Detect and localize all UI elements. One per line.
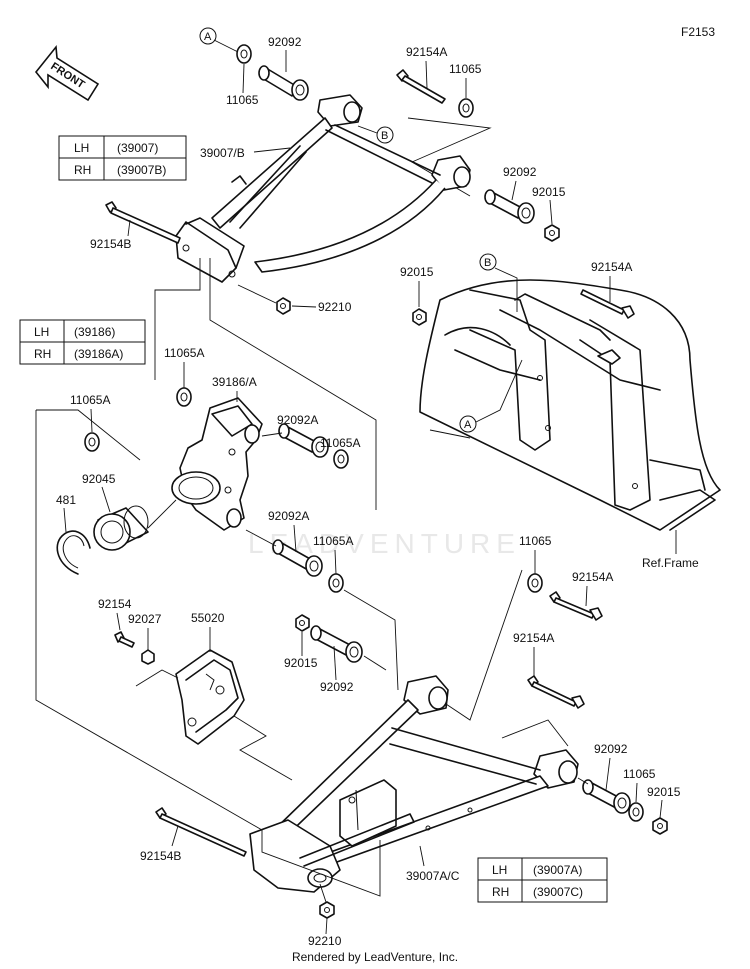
nut-92210-top: [276, 297, 291, 315]
knuckle-rh-part: (39186A): [74, 347, 123, 361]
footer-credit: Rendered by LeadVenture, Inc.: [291, 950, 459, 964]
washer-11065-top2: [458, 98, 474, 118]
label-92154b-top: 92154B: [90, 237, 131, 251]
bushing-92092-top: [258, 65, 309, 101]
nut-92027: [141, 649, 155, 665]
label-11065-right: 11065: [519, 534, 552, 548]
table-upper-arm: LH (39007) RH (39007B): [58, 135, 187, 181]
knuckle-39186: [171, 397, 263, 531]
label-92154: 92154: [98, 597, 132, 611]
bolt-92154a-frame: [580, 289, 635, 319]
label-11065a-2: 11065A: [320, 436, 360, 450]
bolt-92154a-low: [527, 675, 585, 709]
label-11065a-4: 11065A: [313, 534, 353, 548]
label-39186a: 39186/A: [212, 375, 257, 389]
bushing-92092-lowright: [582, 779, 631, 814]
frame-reference: [419, 279, 721, 531]
lower-arm-rh-label: RH: [492, 885, 509, 899]
washer-11065a-3: [84, 432, 100, 452]
washer-11065a-4: [328, 573, 344, 593]
callout-b-label: B: [381, 130, 388, 142]
label-92092-lowright: 92092: [594, 742, 628, 756]
lower-arm-lh-part: (39007A): [533, 863, 582, 877]
bolt-92154: [114, 631, 135, 648]
label-92015-low: 92015: [284, 656, 318, 670]
nut-92015-lowright: [652, 817, 668, 835]
circlip-481: [56, 530, 91, 575]
nut-92015-low: [295, 614, 310, 632]
label-92154b-low: 92154B: [140, 849, 181, 863]
table-knuckle: LH (39186) RH (39186A): [19, 319, 146, 365]
washer-11065-lowright: [628, 802, 644, 822]
label-92092-low: 92092: [320, 680, 354, 694]
callout-a-top: A: [199, 27, 239, 53]
front-arrow-icon: FRONT: [34, 44, 100, 102]
label-481: 481: [56, 493, 76, 507]
label-92092a-1: 92092A: [277, 413, 318, 427]
upper-a-arm: [175, 94, 471, 283]
upper-arm-lh-part: (39007): [117, 141, 158, 155]
ref-frame-label: Ref.Frame: [642, 556, 699, 570]
washer-11065-right: [527, 573, 543, 593]
label-92154a-right: 92154A: [572, 570, 613, 584]
label-92154a-frame: 92154A: [591, 260, 632, 274]
label-11065-top: 11065: [226, 93, 259, 107]
bearing-92045: [93, 505, 149, 551]
label-11065a-3: 11065A: [70, 393, 110, 407]
label-92015-lowright: 92015: [647, 785, 681, 799]
upper-arm-lh-label: LH: [74, 141, 89, 155]
bushing-92092-mid: [484, 189, 535, 224]
washer-11065-top: [236, 44, 252, 64]
label-92092-top: 92092: [268, 35, 302, 49]
label-92154a-low: 92154A: [513, 631, 554, 645]
lower-arm-rh-part: (39007C): [533, 885, 583, 899]
label-92210-top: 92210: [318, 300, 352, 314]
label-92027: 92027: [128, 612, 162, 626]
nut-92210-low: [319, 901, 335, 919]
label-92092-mid: 92092: [503, 165, 537, 179]
label-92015-mid: 92015: [532, 185, 566, 199]
label-39007b: 39007/B: [200, 146, 245, 160]
bolt-92154b-low: [155, 807, 247, 857]
callout-a-label: A: [204, 31, 212, 43]
callout-a-frame: A: [459, 359, 523, 433]
label-55020: 55020: [191, 611, 225, 625]
label-92045: 92045: [82, 472, 116, 486]
label-92210-low: 92210: [308, 934, 342, 948]
callout-b-arm: B: [357, 125, 394, 144]
washer-11065a-1: [176, 387, 192, 407]
table-lower-arm: LH (39007A) RH (39007C): [477, 857, 608, 903]
nut-92015-frame: [412, 308, 427, 326]
label-11065-top2: 11065: [449, 62, 482, 76]
label-92092a-2: 92092A: [268, 509, 309, 523]
guard-55020: [175, 649, 245, 745]
washer-11065a-2: [333, 449, 349, 469]
bolt-92154a-top: [396, 69, 446, 104]
lower-arm-lh-label: LH: [492, 863, 507, 877]
figure-code: F2153: [681, 25, 715, 39]
callout-b-frame-label: B: [484, 257, 491, 269]
knuckle-lh-label: LH: [34, 325, 49, 339]
label-92015-frame: 92015: [400, 265, 434, 279]
upper-arm-rh-label: RH: [74, 163, 91, 177]
knuckle-lh-part: (39186): [74, 325, 115, 339]
nut-92015-mid: [544, 224, 560, 242]
label-11065a-1: 11065A: [164, 346, 204, 360]
bolt-92154a-right: [549, 591, 603, 621]
upper-arm-rh-part: (39007B): [117, 163, 166, 177]
label-92154a-top: 92154A: [406, 45, 447, 59]
bolt-92154b-top: [105, 201, 181, 244]
bushing-92092-low: [310, 625, 363, 663]
callout-a-frame-label: A: [464, 419, 472, 431]
bushing-92092a-1: [278, 423, 329, 458]
bushing-92092a-2: [272, 539, 323, 577]
label-11065-lowright: 11065: [623, 767, 656, 781]
callout-b-frame: B: [479, 253, 518, 312]
knuckle-rh-label: RH: [34, 347, 51, 361]
label-39007ac: 39007A/C: [406, 869, 460, 883]
